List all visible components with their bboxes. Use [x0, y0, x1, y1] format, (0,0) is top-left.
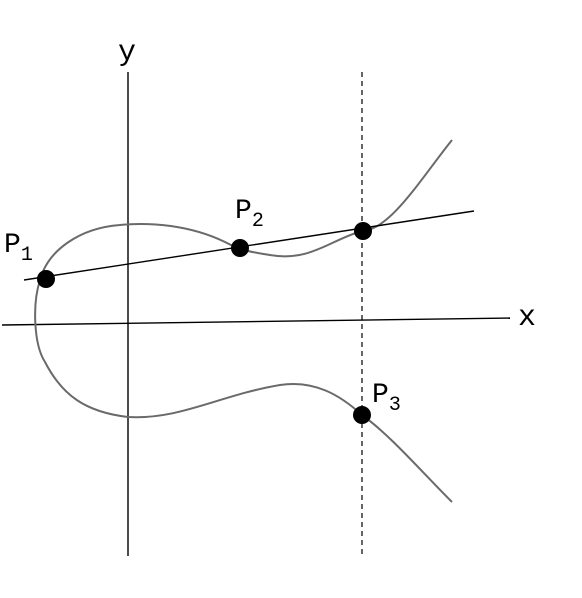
point-p1 — [37, 270, 55, 288]
point-intersection — [354, 222, 372, 240]
point-p3 — [353, 406, 371, 424]
x-axis — [1, 317, 511, 326]
label-p3: P3 — [372, 380, 401, 417]
point-p2 — [231, 239, 249, 257]
label-p2: P2 — [235, 196, 264, 233]
x-axis-label: x — [518, 301, 536, 335]
y-axis-label: y — [118, 36, 136, 70]
secant-line — [23, 210, 475, 281]
label-p1: P1 — [4, 230, 33, 267]
